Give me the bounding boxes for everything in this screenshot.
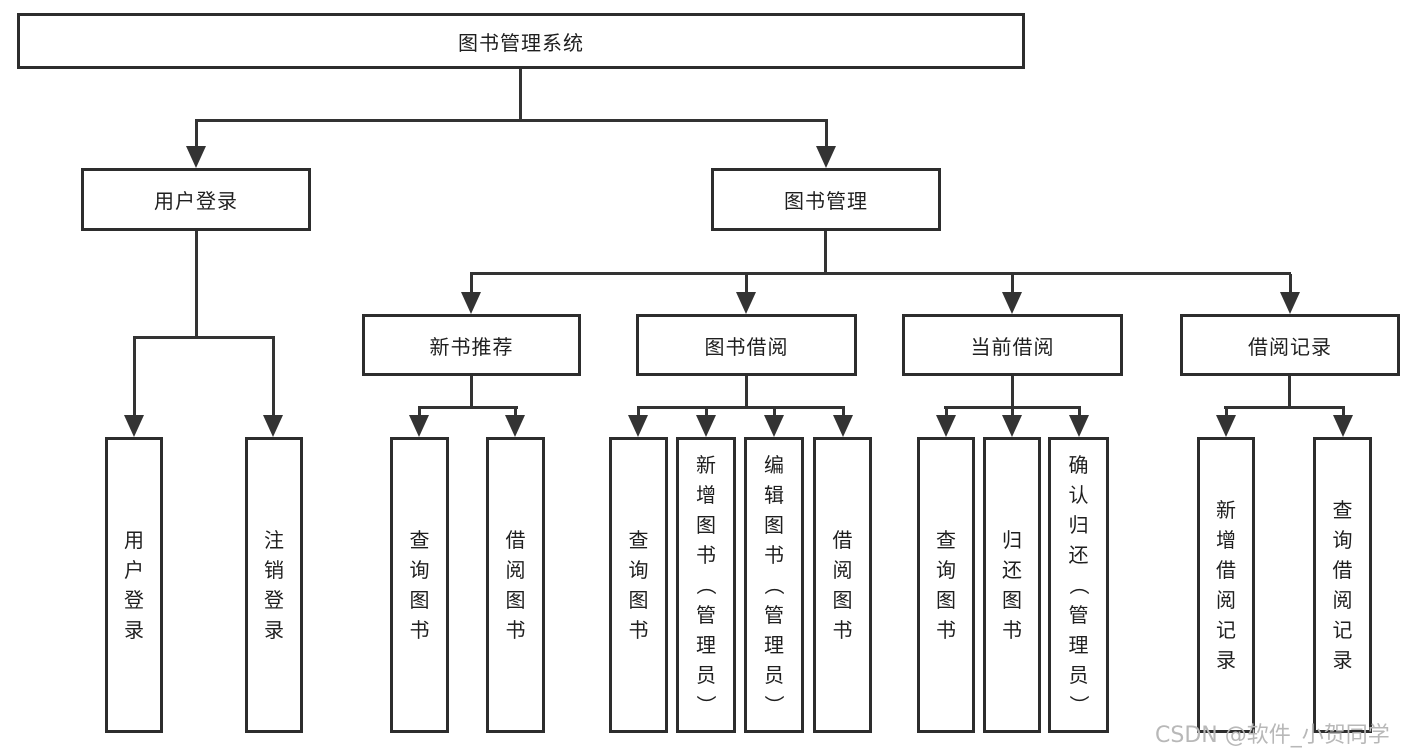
connector-current-borrow-branch <box>944 406 1081 409</box>
connector-current-borrow-stem <box>1011 376 1014 408</box>
node-new-book-recommend-label: 新书推荐 <box>429 334 514 359</box>
connector-book-management-stem <box>824 231 827 274</box>
node-library-system: 图书管理系统 <box>17 13 1025 69</box>
arrow-down-icon-bb-query <box>628 408 648 437</box>
node-leaf-bb-query-books: 查询图书 <box>609 437 668 733</box>
node-leaf-cb-query-books-label: 查询图书 <box>936 528 956 642</box>
connector-book-borrow-stem <box>745 376 748 408</box>
arrow-down-icon-br-add <box>1216 408 1236 437</box>
arrow-down-icon-borrow-records <box>1280 274 1300 314</box>
node-book-borrow: 图书借阅 <box>636 314 857 376</box>
node-book-management: 图书管理 <box>711 168 941 231</box>
arrow-down-icon-cb-query <box>936 408 956 437</box>
connector-borrow-records-branch <box>1224 406 1345 409</box>
node-leaf-rec-borrow-books: 借阅图书 <box>486 437 545 733</box>
node-current-borrow: 当前借阅 <box>902 314 1123 376</box>
node-leaf-user-login-label: 用户登录 <box>124 528 144 642</box>
arrow-down-icon-login-leaf <box>124 338 144 437</box>
node-user-login-label: 用户登录 <box>154 189 238 213</box>
node-leaf-rec-query-books: 查询图书 <box>390 437 449 733</box>
arrow-down-icon-new-book <box>461 274 481 314</box>
node-borrow-records-label: 借阅记录 <box>1248 334 1332 359</box>
arrow-down-icon-bb-edit <box>764 408 784 437</box>
node-leaf-br-query-record: 查询借阅记录 <box>1313 437 1372 733</box>
connector-borrow-records-stem <box>1288 376 1291 408</box>
arrow-down-icon-cb-confirm <box>1069 408 1089 437</box>
arrow-down-icon-user-login <box>186 120 206 168</box>
node-book-management-label: 图书管理 <box>784 189 868 213</box>
node-leaf-user-login: 用户登录 <box>105 437 163 733</box>
arrow-down-icon-br-query <box>1333 408 1353 437</box>
node-leaf-bb-borrow-books: 借阅图书 <box>813 437 872 733</box>
node-leaf-br-add-record-label: 新增借阅记录 <box>1216 498 1236 672</box>
arrow-down-icon-current-borrow <box>1002 274 1022 314</box>
arrow-down-icon-bb-add <box>696 408 716 437</box>
node-leaf-rec-borrow-books-label: 借阅图书 <box>505 528 526 642</box>
connector-new-book-stem <box>470 376 473 408</box>
node-leaf-br-add-record: 新增借阅记录 <box>1197 437 1255 733</box>
node-leaf-cb-return-books-label: 归还图书 <box>1002 528 1022 642</box>
connector-book-borrow-branch <box>637 406 845 409</box>
connector-root-branch <box>195 119 828 122</box>
connector-user-login-branch <box>133 336 275 339</box>
node-leaf-cb-query-books: 查询图书 <box>917 437 975 733</box>
node-leaf-cb-return-books: 归还图书 <box>983 437 1041 733</box>
node-leaf-br-query-record-label: 查询借阅记录 <box>1332 498 1353 672</box>
node-leaf-bb-query-books-label: 查询图书 <box>628 528 649 642</box>
node-leaf-bb-edit-books-admin: 编辑图书（管理员） <box>744 437 804 733</box>
node-leaf-cb-confirm-return-admin-label: 确认归还（管理员） <box>1066 453 1091 715</box>
node-leaf-bb-add-books-admin: 新增图书（管理员） <box>676 437 736 733</box>
arrow-down-icon-book-borrow <box>736 274 756 314</box>
node-borrow-records: 借阅记录 <box>1180 314 1400 376</box>
watermark: CSDN @软件_小贺同学 <box>1155 723 1390 748</box>
node-leaf-rec-query-books-label: 查询图书 <box>409 528 430 642</box>
node-book-borrow-label: 图书借阅 <box>704 334 789 359</box>
node-current-borrow-label: 当前借阅 <box>970 334 1055 359</box>
arrow-down-icon-rec-query <box>409 408 429 437</box>
connector-root-stem <box>519 69 522 121</box>
node-leaf-cb-confirm-return-admin: 确认归还（管理员） <box>1048 437 1109 733</box>
arrow-down-icon-logout-leaf <box>263 338 283 437</box>
node-user-login: 用户登录 <box>81 168 311 231</box>
node-library-system-label: 图书管理系统 <box>458 30 584 55</box>
node-leaf-logout-label: 注销登录 <box>264 528 284 642</box>
connector-new-book-branch <box>418 406 518 409</box>
arrow-down-icon-bb-borrow <box>833 408 853 437</box>
node-leaf-bb-edit-books-admin-label: 编辑图书（管理员） <box>762 453 786 715</box>
connector-book-management-branch <box>470 272 1291 275</box>
node-leaf-bb-borrow-books-label: 借阅图书 <box>832 528 853 642</box>
connector-user-login-stem <box>195 231 198 337</box>
node-leaf-logout: 注销登录 <box>245 437 303 733</box>
arrow-down-icon-cb-return <box>1002 408 1022 437</box>
node-new-book-recommend: 新书推荐 <box>362 314 581 376</box>
arrow-down-icon-rec-borrow <box>505 408 525 437</box>
arrow-down-icon-book-management <box>816 120 836 168</box>
node-leaf-bb-add-books-admin-label: 新增图书（管理员） <box>694 453 718 715</box>
